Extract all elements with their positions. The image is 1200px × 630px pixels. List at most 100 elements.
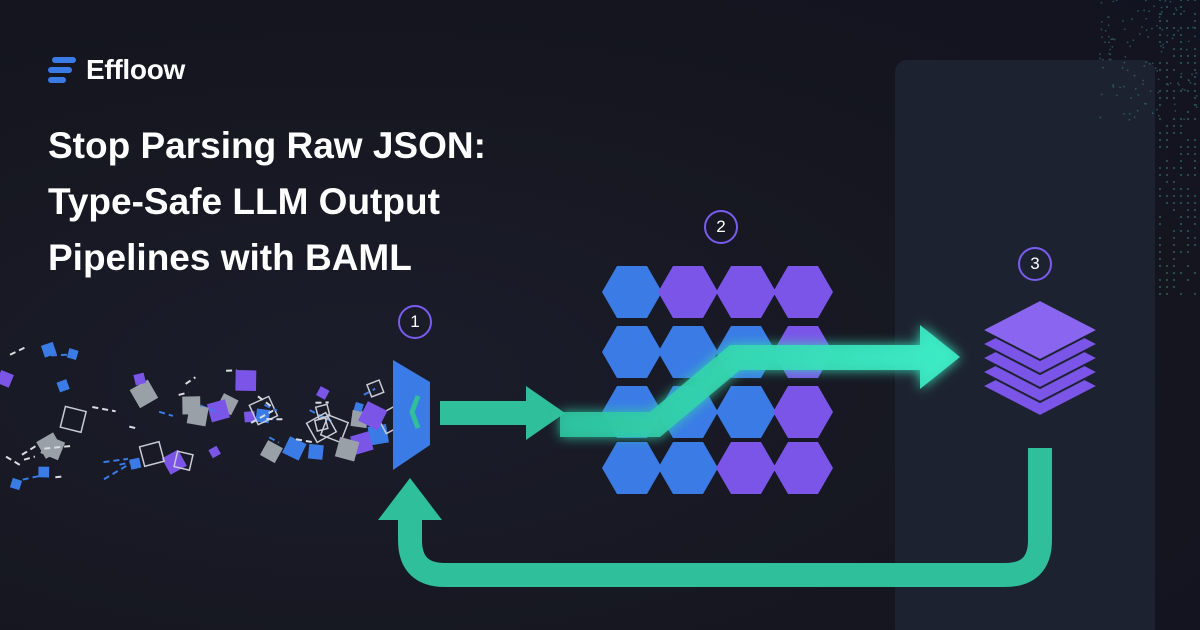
texture-dot [1145, 29, 1148, 32]
texture-dot [1172, 285, 1176, 289]
texture-dot [1172, 89, 1176, 93]
fragment-shape [0, 369, 14, 388]
texture-dot [1186, 152, 1190, 156]
texture-dot [1122, 20, 1124, 22]
texture-dot [1158, 0, 1162, 2]
texture-dot [1179, 152, 1183, 156]
texture-dot [1172, 12, 1176, 16]
texture-dot [1156, 24, 1158, 27]
texture-dot [1186, 264, 1190, 268]
fragment-outline [314, 403, 331, 420]
texture-dot [1112, 0, 1115, 3]
texture-dot [1167, 83, 1170, 86]
texture-dot [1158, 145, 1162, 149]
texture-dot [1158, 61, 1162, 65]
texture-dot [1099, 57, 1101, 60]
texture-dot [1160, 6, 1163, 9]
texture-dot [1193, 173, 1197, 177]
texture-dot [1141, 83, 1144, 86]
texture-dot [1185, 48, 1188, 51]
feedback-loop-arrow [378, 448, 1052, 587]
texture-dot [1172, 201, 1176, 205]
texture-dot [1186, 278, 1190, 282]
texture-dot [1179, 33, 1183, 37]
texture-dot [1158, 257, 1162, 261]
texture-dot [1108, 52, 1111, 55]
texture-dot [1191, 73, 1193, 76]
fragment-shape [9, 477, 23, 491]
fragment-shape [161, 449, 187, 475]
fragment-shape [36, 432, 63, 459]
texture-dot [1179, 166, 1183, 170]
texture-dot [1165, 264, 1169, 268]
texture-dot [1099, 53, 1101, 55]
texture-dot [1165, 138, 1169, 142]
texture-dot [1132, 39, 1135, 42]
brand-logo[interactable]: Effloow [48, 54, 185, 86]
texture-dot [1165, 96, 1169, 100]
texture-dot [1186, 54, 1190, 58]
fragment-outline [248, 395, 279, 426]
schema-hexagon [773, 442, 833, 494]
texture-dot [1193, 159, 1197, 163]
texture-dot [1111, 45, 1114, 48]
texture-dot [1123, 61, 1126, 64]
texture-dot [1100, 1, 1103, 4]
texture-dot [1193, 292, 1197, 296]
texture-dot [1148, 10, 1151, 13]
texture-dot [1158, 187, 1162, 191]
texture-dot [1193, 117, 1197, 121]
texture-dot [1123, 112, 1125, 115]
texture-dot [1123, 85, 1125, 88]
fragment-shape [358, 401, 388, 431]
step-badge-2: 2 [704, 210, 738, 244]
texture-dot [1183, 118, 1186, 121]
texture-dot [1165, 173, 1169, 177]
texture-dot [1158, 278, 1162, 282]
fragment-outline [313, 417, 329, 432]
texture-dot [1186, 187, 1190, 191]
fragment-shape [206, 399, 230, 423]
texture-dot [1172, 278, 1176, 282]
texture-dot [1172, 264, 1176, 268]
texture-dot [1179, 215, 1183, 219]
texture-dot [1186, 145, 1190, 149]
texture-dot [1172, 54, 1176, 58]
typed-output-stack-icon [979, 298, 1101, 418]
texture-dot [1172, 96, 1176, 100]
texture-dot [1165, 19, 1169, 23]
fragment-outline [59, 405, 88, 434]
texture-dot [1195, 104, 1197, 106]
texture-dot [1172, 117, 1176, 121]
texture-dot [1179, 47, 1183, 51]
texture-dot [1177, 29, 1180, 32]
fragment-line [103, 463, 129, 481]
texture-dot [1158, 173, 1162, 177]
texture-dot [1174, 7, 1177, 9]
texture-dot [1115, 0, 1118, 2]
texture-dot [1165, 180, 1169, 184]
texture-dot [1116, 94, 1118, 97]
fragment-line [44, 444, 72, 450]
texture-dot [1186, 236, 1190, 240]
texture-dot [1174, 110, 1177, 112]
texture-dot [1194, 35, 1196, 38]
texture-dot [1172, 180, 1176, 184]
texture-dot [1158, 96, 1162, 100]
texture-dot [1179, 271, 1183, 275]
texture-dot [1165, 26, 1169, 30]
schema-hexagon [716, 266, 776, 318]
fragment-outline [173, 450, 194, 472]
texture-dot [1112, 85, 1115, 88]
texture-dot [1149, 90, 1152, 92]
texture-dot [1165, 40, 1169, 44]
texture-dot [1108, 41, 1110, 44]
texture-dot [1158, 103, 1162, 107]
texture-dot [1151, 27, 1153, 30]
texture-dot [1180, 72, 1183, 75]
texture-dot [1193, 215, 1197, 219]
texture-dot [1165, 278, 1169, 282]
texture-dot [1102, 66, 1104, 69]
texture-dot [1169, 82, 1172, 85]
